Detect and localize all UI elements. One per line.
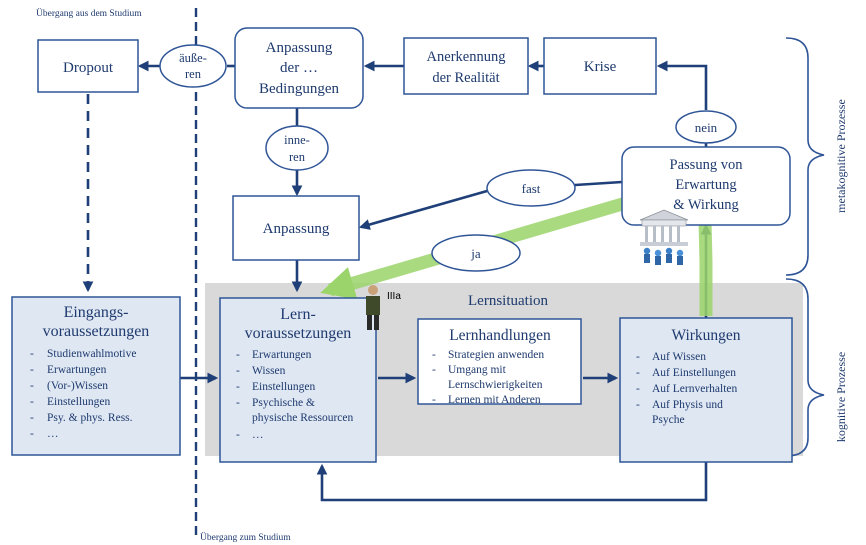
eingang-items: - Studienwahlmotive - Erwartungen - (Vor-)W… xyxy=(30,348,136,440)
wirkungen-item: Auf Einstellungen xyxy=(652,367,736,379)
edge-nein-krise xyxy=(656,60,708,110)
svg-text:-: - xyxy=(636,367,640,379)
anerkennung-line-1: Anerkennung xyxy=(427,49,506,65)
metacognitive-label: metakognitive Prozesse xyxy=(834,99,848,213)
lernsituation-label: Lernsituation xyxy=(468,293,548,309)
svg-text:-: - xyxy=(30,348,34,360)
eingang-item: Studienwahlmotive xyxy=(47,348,136,360)
wirkungen-box xyxy=(619,317,793,463)
lernhandlungen-item: Lernschwierigkeiten xyxy=(448,379,543,391)
lernhandlungen-items: -Strategien anwenden -Umgang mit Lernsch… xyxy=(432,349,544,406)
lern-title-1: Lern- xyxy=(280,306,316,323)
svg-text:-: - xyxy=(30,412,34,424)
inneren-line-1: inne- xyxy=(284,133,310,147)
svg-text:-: - xyxy=(236,397,240,409)
lernhandlungen-item: Strategien anwenden xyxy=(448,349,544,361)
cognitive-brace xyxy=(785,278,825,457)
person-tag: IIIa xyxy=(387,291,401,302)
lernhandlungen-box xyxy=(417,318,582,405)
svg-text:-: - xyxy=(432,394,436,406)
svg-text:-: - xyxy=(636,399,640,411)
aeusseren-line-2: ren xyxy=(185,67,202,81)
krise-label: Krise xyxy=(584,59,617,75)
lern-item: Wissen xyxy=(252,365,286,377)
eingang-item: (Vor-)Wissen xyxy=(47,380,108,392)
eingang-box xyxy=(11,296,181,456)
svg-text:-: - xyxy=(236,349,240,361)
svg-text:-: - xyxy=(236,429,240,441)
edge-passung-fast xyxy=(574,180,623,187)
dropout-box xyxy=(37,39,139,93)
cognitive-label: kognitive Prozesse xyxy=(834,352,848,442)
nein-ellipse xyxy=(675,110,737,144)
lern-items: -Erwartungen -Wissen -Einstellungen -Psy… xyxy=(236,349,353,441)
svg-text:-: - xyxy=(30,428,34,440)
student-figure-icon xyxy=(366,285,380,330)
inneren-line-2: ren xyxy=(289,150,306,164)
ja-label: ja xyxy=(470,246,481,261)
lernvoraussetzungen-box xyxy=(219,297,377,463)
lern-title-2: voraussetzungen xyxy=(245,325,352,342)
dropout-label: Dropout xyxy=(63,60,114,76)
svg-text:-: - xyxy=(432,349,436,361)
anpassung-label: Anpassung xyxy=(263,221,330,237)
anpassung-box xyxy=(232,195,360,261)
anerkennung-line-2: der Realität xyxy=(432,70,499,86)
fast-ellipse xyxy=(486,169,576,207)
wirkungen-item: Auf Lernverhalten xyxy=(652,383,738,395)
passung-line-3: & Wirkung xyxy=(673,197,739,213)
edge-wirkungen-lern-feedback xyxy=(316,462,708,502)
eingang-item: … xyxy=(47,428,59,440)
passung-line-2: Erwartung xyxy=(675,177,736,193)
lern-item: Psychische & xyxy=(252,397,315,409)
lern-item: Einstellungen xyxy=(252,381,315,393)
aeusseren-line-1: äuße- xyxy=(179,51,207,65)
anpassung-bed-line-1: Anpassung xyxy=(266,40,333,56)
top-transition-label: Übergang aus dem Studium xyxy=(36,7,142,19)
passung-box xyxy=(621,146,791,226)
lernhandlungen-item: Umgang mit xyxy=(448,364,507,376)
institution-building-icon xyxy=(639,209,689,246)
svg-text:-: - xyxy=(432,364,436,376)
wirkungen-title: Wirkungen xyxy=(671,327,740,344)
lern-item: Erwartungen xyxy=(252,349,312,361)
eingang-title-1: Eingangs- xyxy=(64,304,129,321)
passung-line-1: Passung von xyxy=(670,157,744,173)
inneren-ellipse xyxy=(265,125,329,171)
wirkungen-items: -Auf Wissen -Auf Einstellungen -Auf Lern… xyxy=(636,351,738,426)
svg-text:-: - xyxy=(30,364,34,376)
wirkungen-item: Auf Physis und xyxy=(652,399,723,411)
ja-ellipse xyxy=(431,234,521,272)
svg-text:-: - xyxy=(236,365,240,377)
fast-label: fast xyxy=(522,181,541,196)
svg-text:-: - xyxy=(236,381,240,393)
eingang-item: Psy. & phys. Ress. xyxy=(47,412,133,424)
eingang-title-2: voraussetzungen xyxy=(43,323,150,340)
svg-text:-: - xyxy=(636,351,640,363)
lernhandlungen-item: Lernen mit Anderen xyxy=(448,394,541,406)
anerkennung-box xyxy=(403,37,529,95)
nein-label: nein xyxy=(695,120,718,135)
wirkungen-item: Auf Wissen xyxy=(652,351,706,363)
anpassung-bed-line-3: Bedingungen xyxy=(259,81,339,97)
wirkungen-item: Psyche xyxy=(652,414,685,426)
anpassung-bedingungen-box xyxy=(234,27,364,109)
svg-text:-: - xyxy=(636,383,640,395)
metacognitive-brace xyxy=(785,37,825,276)
edge-fast-anpassung xyxy=(358,189,488,230)
eingang-item: Einstellungen xyxy=(47,396,110,408)
lernhandlungen-title: Lernhandlungen xyxy=(449,327,551,344)
krise-box xyxy=(543,37,657,95)
eingang-item: Erwartungen xyxy=(47,364,107,376)
svg-text:-: - xyxy=(30,380,34,392)
bottom-transition-label: Übergang zum Studium xyxy=(200,531,291,543)
svg-text:-: - xyxy=(30,396,34,408)
people-group-icon xyxy=(643,247,684,265)
lern-item: … xyxy=(252,429,264,441)
lern-item: physische Ressourcen xyxy=(252,412,353,424)
aeusseren-ellipse xyxy=(159,44,227,88)
anpassung-bed-line-2: der … xyxy=(280,60,318,76)
